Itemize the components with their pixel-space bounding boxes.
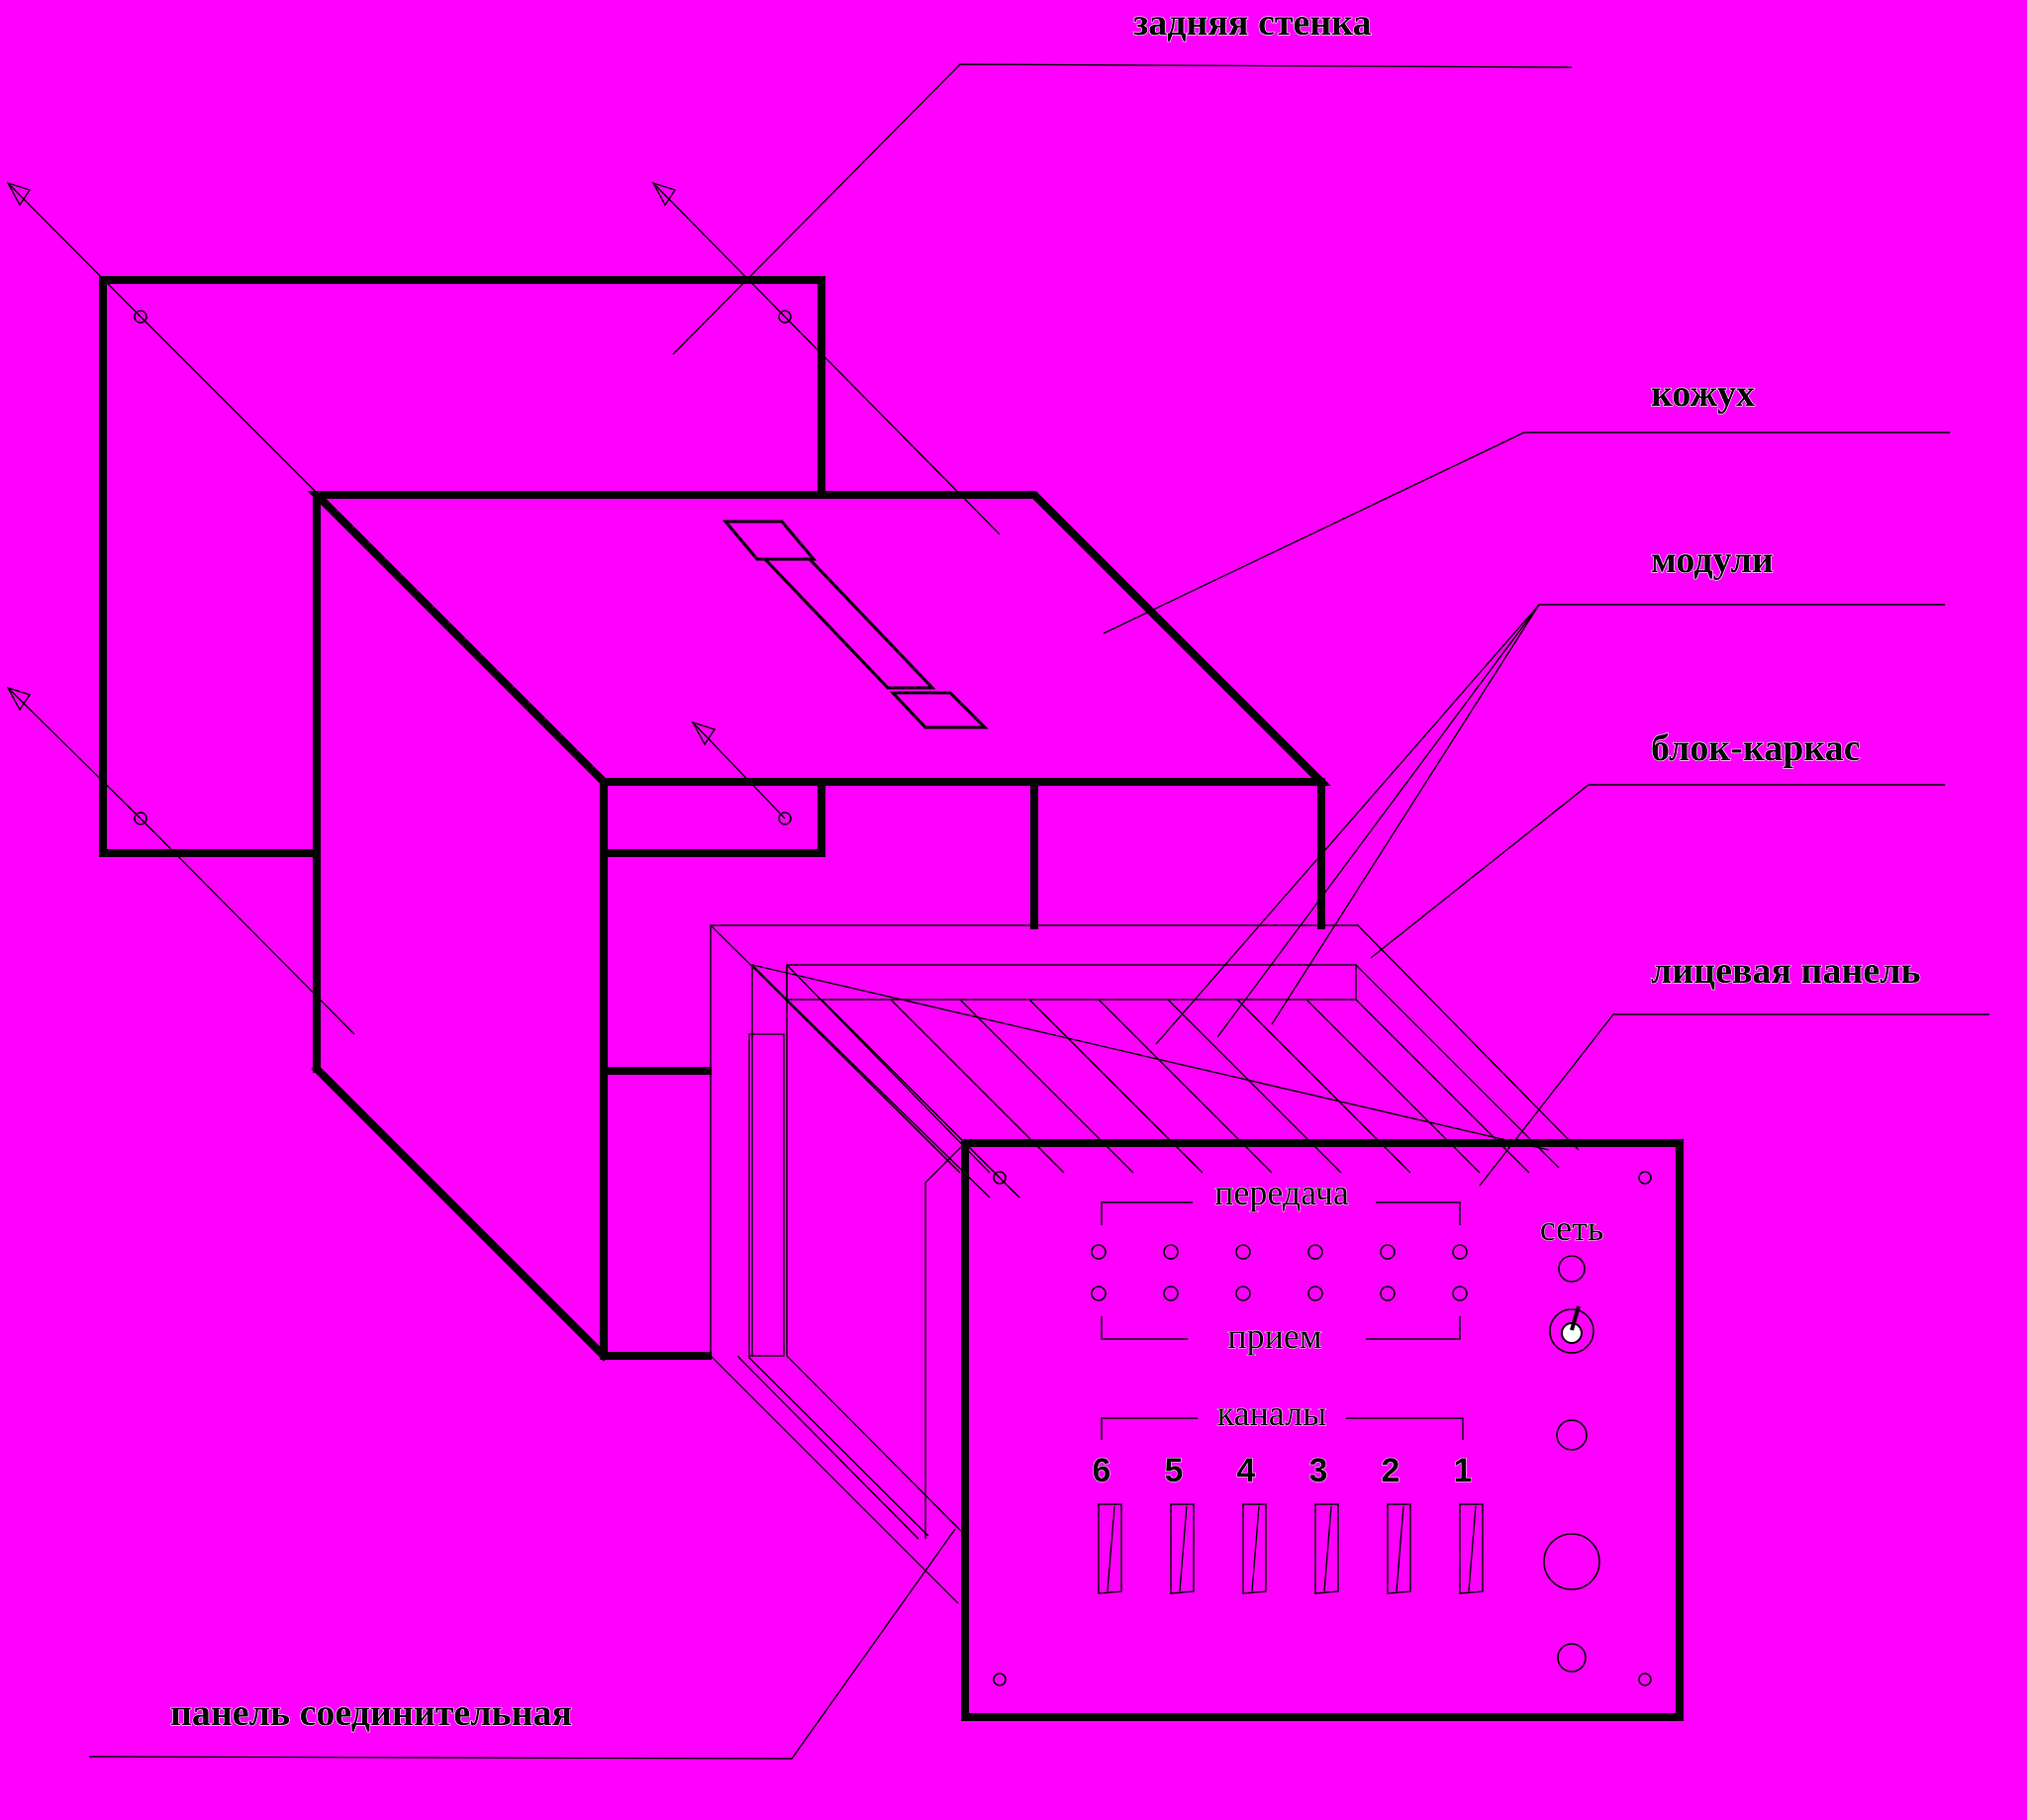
channel-number: 2 [1382,1452,1400,1489]
callout-connection-panel: панель соединительная [170,1692,572,1734]
connector-socket [1543,1533,1600,1590]
channel-number: 5 [1165,1452,1184,1489]
transmit-led [1091,1244,1107,1260]
frame-block [710,924,1580,1540]
transmit-led [1235,1244,1251,1260]
channel-slots [1098,1503,1484,1594]
mounting-hole [993,1171,1007,1185]
receive-indicators [1091,1286,1468,1301]
channel-slot [1459,1503,1484,1594]
power-indicator [1558,1255,1586,1283]
channel-slot [1170,1503,1195,1594]
callout-casing: кожух [1651,373,1755,415]
receive-label: прием [1227,1316,1321,1356]
callout-back-wall: задняя стенка [1133,2,1372,44]
casing-handle [722,520,989,729]
back-wall-hole [778,310,792,324]
back-wall [99,276,825,857]
transmit-led [1452,1244,1468,1260]
channel-slot [1314,1503,1339,1594]
receive-led [1235,1286,1251,1301]
callout-modules: модули [1651,539,1774,581]
channel-slot [1098,1503,1122,1594]
transmit-label: передача [1214,1173,1349,1212]
indicator-lamp [1556,1419,1588,1451]
back-wall-hole [134,812,147,825]
assembly-guide-lines [6,181,1001,1035]
transmit-indicators [1091,1244,1468,1260]
mounting-hole [993,1673,1007,1686]
callout-frame: блок-каркас [1651,727,1861,769]
channel-slot [1242,1503,1267,1594]
channel-slot [1387,1503,1411,1594]
receive-led [1307,1286,1323,1301]
power-switch[interactable] [1549,1305,1594,1354]
channel-number: 6 [1093,1452,1111,1489]
transmit-led [1163,1244,1179,1260]
back-wall-hole [134,310,147,324]
receive-led [1091,1286,1107,1301]
back-wall-hole [778,812,792,825]
receive-led [1452,1286,1468,1301]
power-label: сеть [1540,1208,1604,1248]
transmit-led [1307,1244,1323,1260]
receive-led [1163,1286,1179,1301]
casing [307,491,1331,1362]
channel-number: 1 [1454,1452,1473,1489]
callout-leaders [88,63,1989,1760]
fuse-holder [1557,1643,1587,1673]
callout-front-panel: лицевая панель [1651,950,1921,992]
channel-number: 4 [1237,1452,1256,1489]
connection-panel [710,1033,966,1604]
channel-number: 3 [1309,1452,1328,1489]
front-panel: передача прием сеть [961,1139,1684,1721]
channels-label: каналы [1217,1393,1327,1433]
mounting-hole [1638,1171,1652,1185]
transmit-led [1380,1244,1396,1260]
callout-labels: задняя стенка кожух модули блок-каркас л… [169,1,1921,1734]
mounting-hole [1638,1673,1652,1686]
receive-led [1380,1286,1396,1301]
channel-numbers: 6 5 4 3 2 1 [1092,1452,1473,1490]
